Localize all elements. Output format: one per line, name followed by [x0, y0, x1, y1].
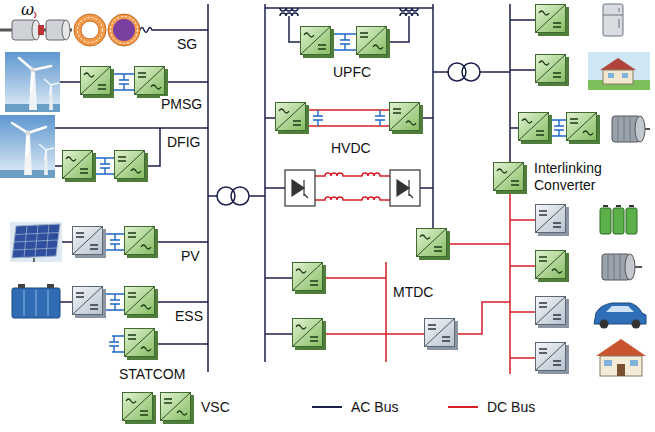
legend-dc-line — [448, 406, 478, 408]
vsc-box — [63, 151, 97, 183]
legend-ac-line — [312, 406, 342, 408]
battery-illustration — [600, 206, 637, 234]
vsc-box — [536, 55, 570, 87]
source-label: PMSG — [160, 96, 203, 112]
device-label: MTDC — [392, 284, 434, 300]
dcdc-box — [73, 227, 107, 259]
vsc-box — [519, 113, 553, 145]
fridge-illustration — [603, 4, 623, 36]
device-label: STATCOM — [118, 366, 186, 382]
dcdc-box — [536, 297, 570, 329]
dcdc-box — [425, 319, 459, 351]
battery-storage-illustration — [12, 284, 60, 318]
dc-link-capacitor — [96, 34, 566, 352]
dc-wiring — [309, 110, 535, 374]
vsc-box — [357, 27, 391, 59]
legend-text: DC Bus — [486, 399, 536, 415]
vsc-box — [276, 103, 310, 135]
wind-turbine-illustration — [0, 115, 55, 178]
legend-text: VSC — [200, 399, 231, 415]
vsc-box — [125, 227, 159, 259]
device-label: HVDC — [330, 140, 372, 156]
motor-illustration — [612, 116, 650, 142]
source-label: SG — [176, 36, 198, 52]
vsc-box — [135, 67, 169, 99]
vsc-box — [301, 27, 335, 59]
vsc-box — [536, 5, 570, 37]
legend-samples — [123, 393, 479, 425]
device-label: Interlinking Converter — [533, 160, 647, 194]
dcdc-box — [536, 343, 570, 375]
legend-text: AC Bus — [350, 399, 399, 415]
vsc-box — [293, 319, 327, 351]
vsc-box — [390, 103, 424, 135]
house-illustration — [588, 52, 650, 90]
dcdc-box — [73, 287, 107, 319]
motor-illustration — [602, 254, 642, 280]
vsc-box — [536, 251, 570, 283]
interlinking-vsc — [494, 163, 528, 195]
dcdc-box — [536, 205, 570, 237]
legend-vsc-sample — [161, 393, 195, 425]
vsc-box — [293, 263, 327, 295]
legend-vsc-sample — [123, 393, 157, 425]
vsc-box — [125, 329, 159, 361]
device-label: UPFC — [332, 64, 372, 80]
vsc-box — [81, 67, 115, 99]
house-illustration — [596, 339, 646, 376]
vsc-box — [115, 151, 149, 183]
vsc-box — [417, 229, 451, 261]
ac-wiring — [55, 4, 535, 372]
vsc-box — [125, 287, 159, 319]
vsc-box — [567, 113, 601, 145]
source-label: ESS — [174, 308, 204, 324]
rotor-speed-symbol: ω — [20, 1, 35, 18]
source-label: DFIG — [166, 134, 201, 150]
wind-turbine-illustration — [5, 52, 60, 112]
lcc-bridge — [285, 170, 420, 206]
vsc-converters — [63, 5, 601, 375]
pv-panel-illustration — [10, 222, 62, 262]
source-label: PV — [180, 248, 201, 264]
electric-vehicle-illustration — [594, 303, 646, 329]
